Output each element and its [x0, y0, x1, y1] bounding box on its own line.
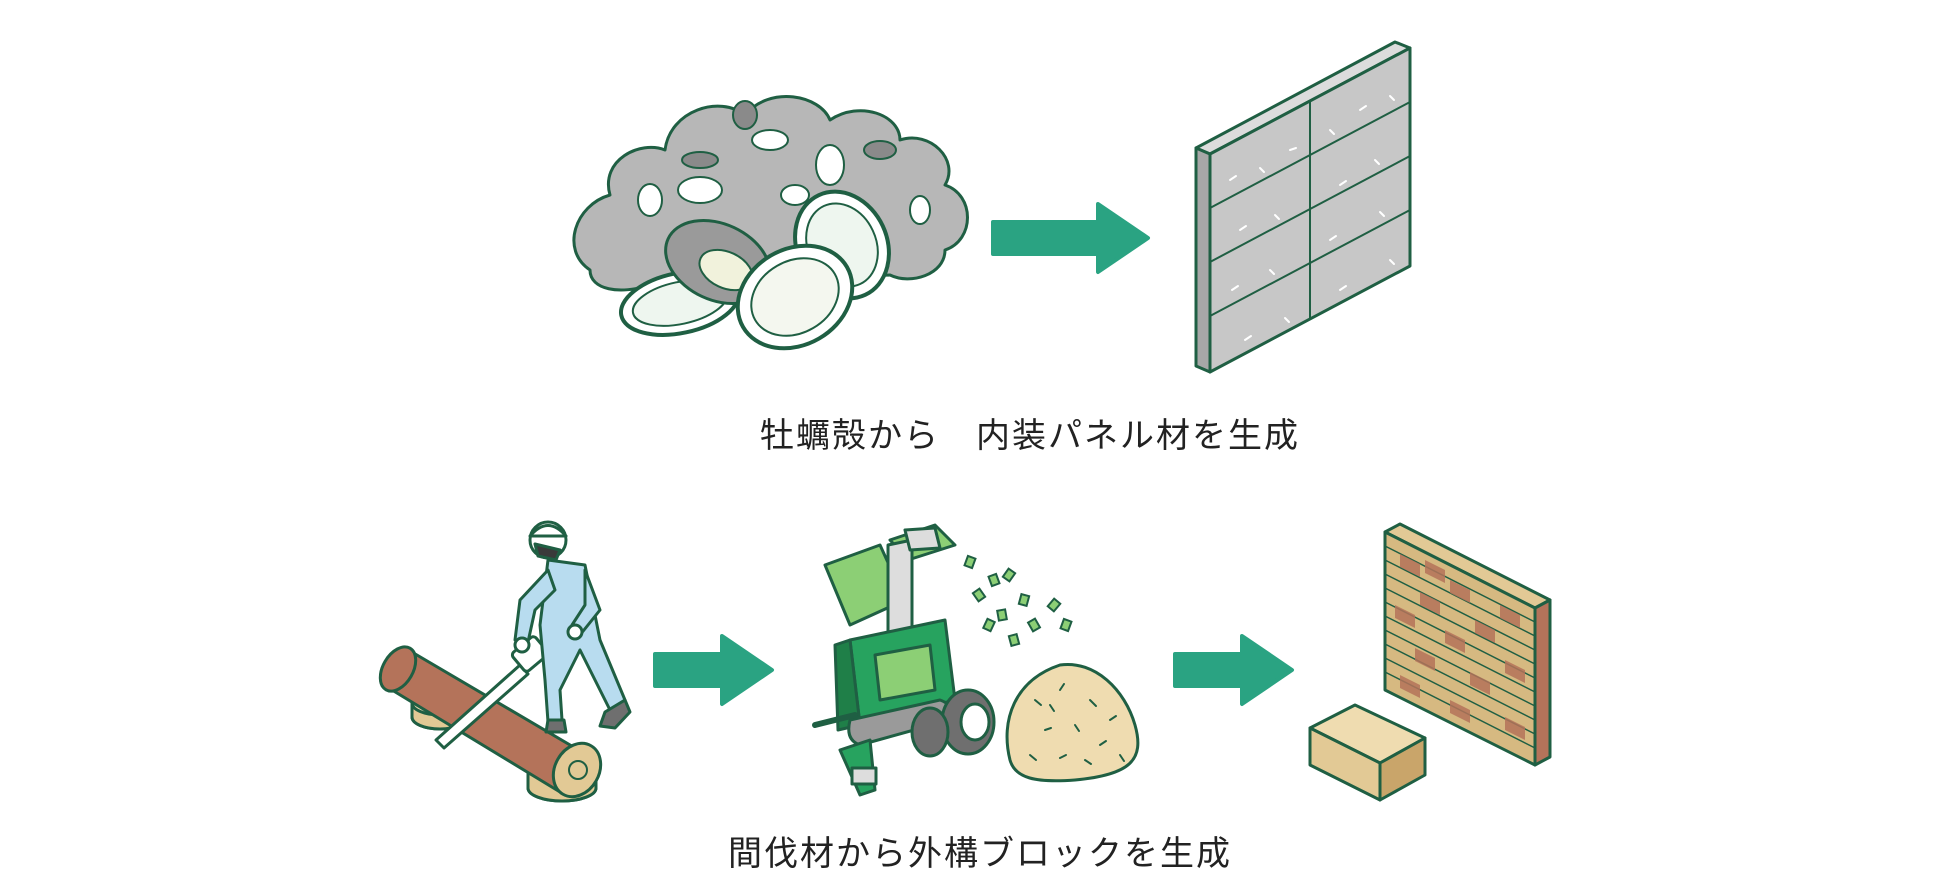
brick-wall-icon — [1383, 522, 1552, 767]
wall-panel-icon — [1194, 40, 1412, 374]
lumberjack-chainsaw-icon — [378, 520, 632, 803]
wood-chipper-icon — [812, 523, 996, 797]
flying-chips — [963, 554, 1073, 648]
arrow-right-icon — [1173, 634, 1294, 706]
arrow-right-icon — [991, 202, 1150, 274]
block-icon — [1308, 703, 1427, 802]
caption-timber-to-block: 間伐材から外構ブロックを生成 — [728, 834, 1232, 874]
arrow-right-icon — [653, 634, 774, 706]
wood-chips-pile-icon — [1005, 662, 1140, 783]
caption-oyster-to-panel: 牡蠣殻から 内装パネル材を生成 — [760, 416, 1300, 456]
oyster-shells-icon — [572, 95, 969, 351]
